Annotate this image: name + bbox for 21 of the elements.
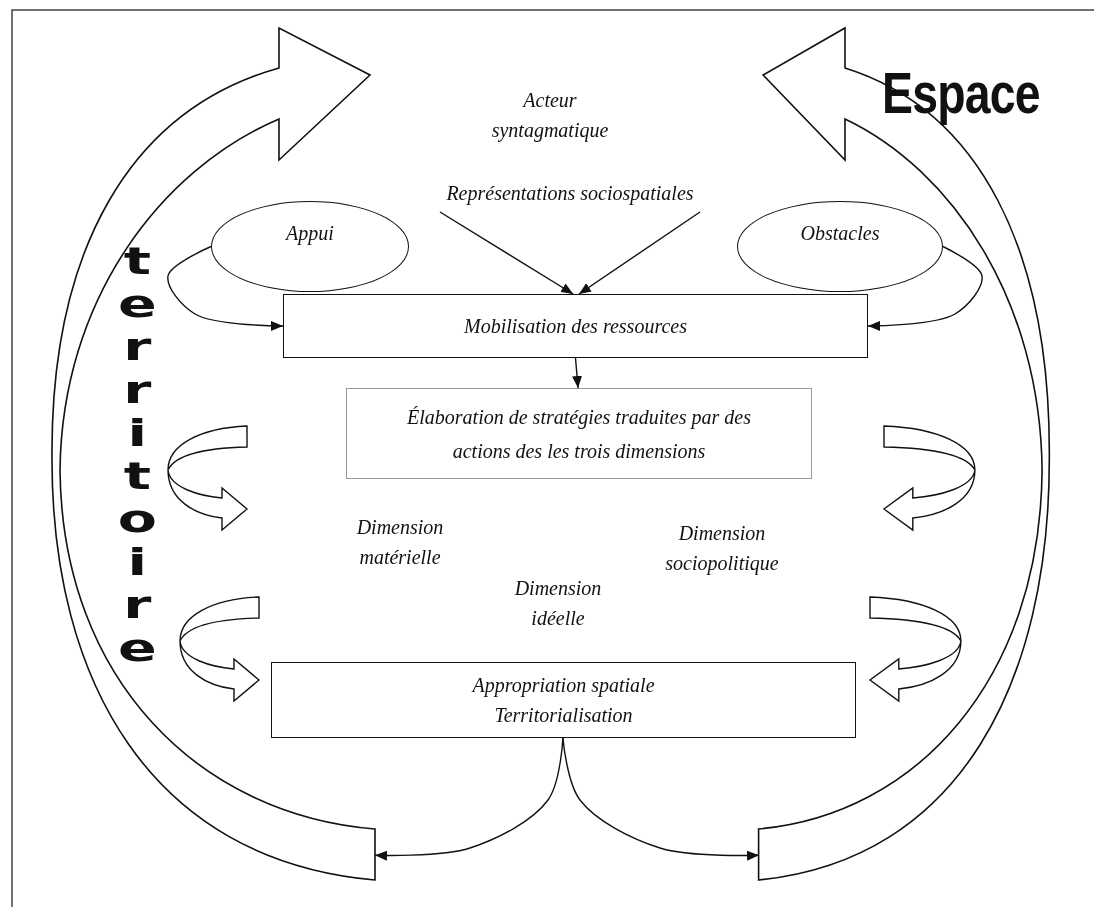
- title-word: Espace: [882, 60, 1040, 126]
- node-text: Obstacles: [800, 221, 880, 246]
- arrow: [572, 357, 583, 389]
- arrow: [562, 737, 760, 861]
- process-box: [271, 662, 856, 738]
- node-text: Mobilisation des ressources: [464, 314, 687, 339]
- process-box: [346, 388, 812, 479]
- arrow: [439, 211, 574, 295]
- process-box: [283, 294, 868, 358]
- vertical-word: territoire: [116, 240, 158, 670]
- arrow: [867, 245, 983, 331]
- text-label: Acteur syntagmatique: [490, 88, 610, 144]
- node-text: Représentations sociospatiales: [446, 181, 694, 207]
- text-label: Dimension sociopolitique: [664, 521, 780, 577]
- node-text: Élaboration de stratégies traduites par des actions des les trois dimensions: [406, 404, 752, 464]
- text-label: Dimension matérielle: [355, 515, 445, 570]
- text-label: Dimension idéelle: [513, 576, 603, 631]
- node-text: Appropriation spatiale Territorialisation: [470, 673, 656, 728]
- node-text: Appui: [286, 221, 334, 247]
- arrow: [167, 245, 284, 331]
- arrow: [578, 211, 701, 295]
